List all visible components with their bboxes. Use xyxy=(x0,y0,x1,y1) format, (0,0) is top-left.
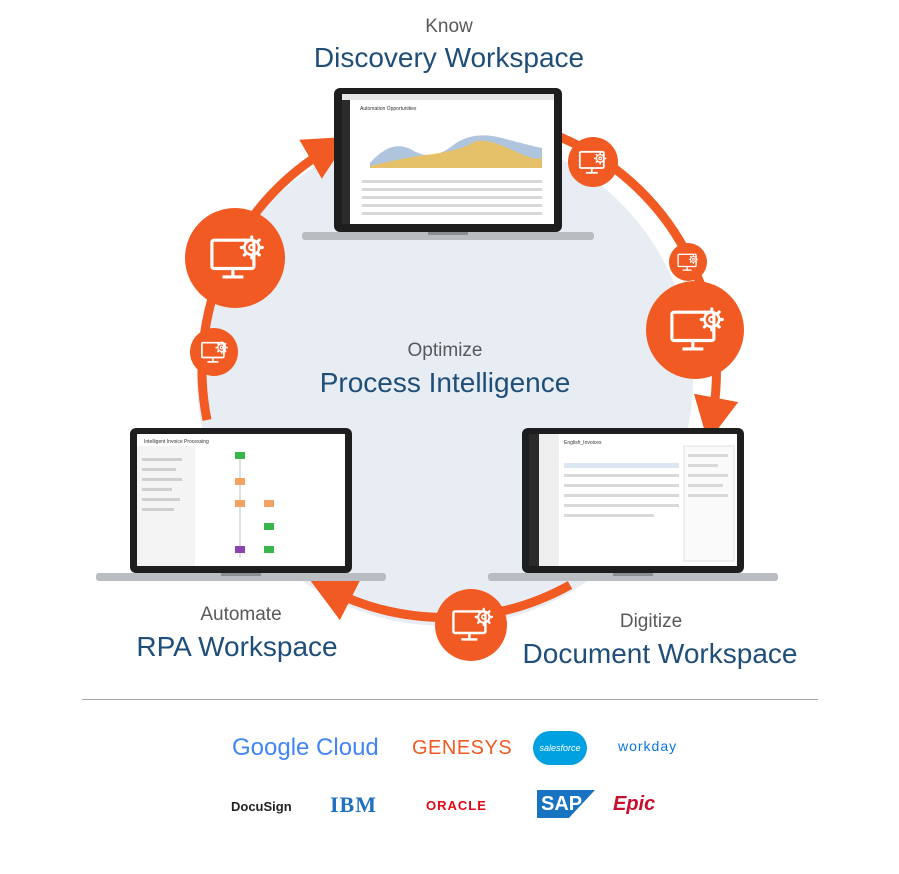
rpa-subtitle: Automate xyxy=(200,604,282,625)
genesys-logo: GENESYS xyxy=(412,737,513,759)
monitor-gear-icon xyxy=(646,281,744,379)
ibm-logo: IBM xyxy=(330,792,377,817)
document-subtitle: Digitize xyxy=(619,611,683,632)
center-subtitle: Optimize xyxy=(407,340,483,361)
monitor-gear-icon xyxy=(435,589,507,661)
oracle-logo: ORACLE xyxy=(426,798,487,813)
rpa-screen-title: Intelligent Invoice Processing xyxy=(144,439,209,445)
salesforce-logo: salesforce xyxy=(533,731,587,765)
monitor-icon xyxy=(190,328,238,376)
document-title: Document Workspace xyxy=(522,638,798,669)
epic-logo: Epic xyxy=(613,793,656,815)
laptop-icon: Automation Opportunities xyxy=(302,88,594,240)
discovery-subtitle: Know xyxy=(425,16,473,37)
laptop-icon: English_Invoices xyxy=(488,428,778,581)
workday-logo: workday xyxy=(618,738,678,754)
center-title: Process Intelligence xyxy=(319,367,571,398)
monitor-gear-icon xyxy=(185,208,285,308)
monitor-gear-icon xyxy=(568,137,618,187)
rpa-title: RPA Workspace xyxy=(136,631,338,662)
laptop-icon: Intelligent Invoice Processing xyxy=(96,428,386,581)
document-screen-title: English_Invoices xyxy=(564,440,602,446)
discovery-screen-title: Automation Opportunities xyxy=(360,106,417,112)
google-cloud-logo: Google Cloud xyxy=(232,734,379,761)
discovery-title: Discovery Workspace xyxy=(313,42,585,73)
monitor-icon xyxy=(669,243,707,281)
docusign-logo: DocuSign xyxy=(231,799,292,814)
divider xyxy=(82,699,818,700)
